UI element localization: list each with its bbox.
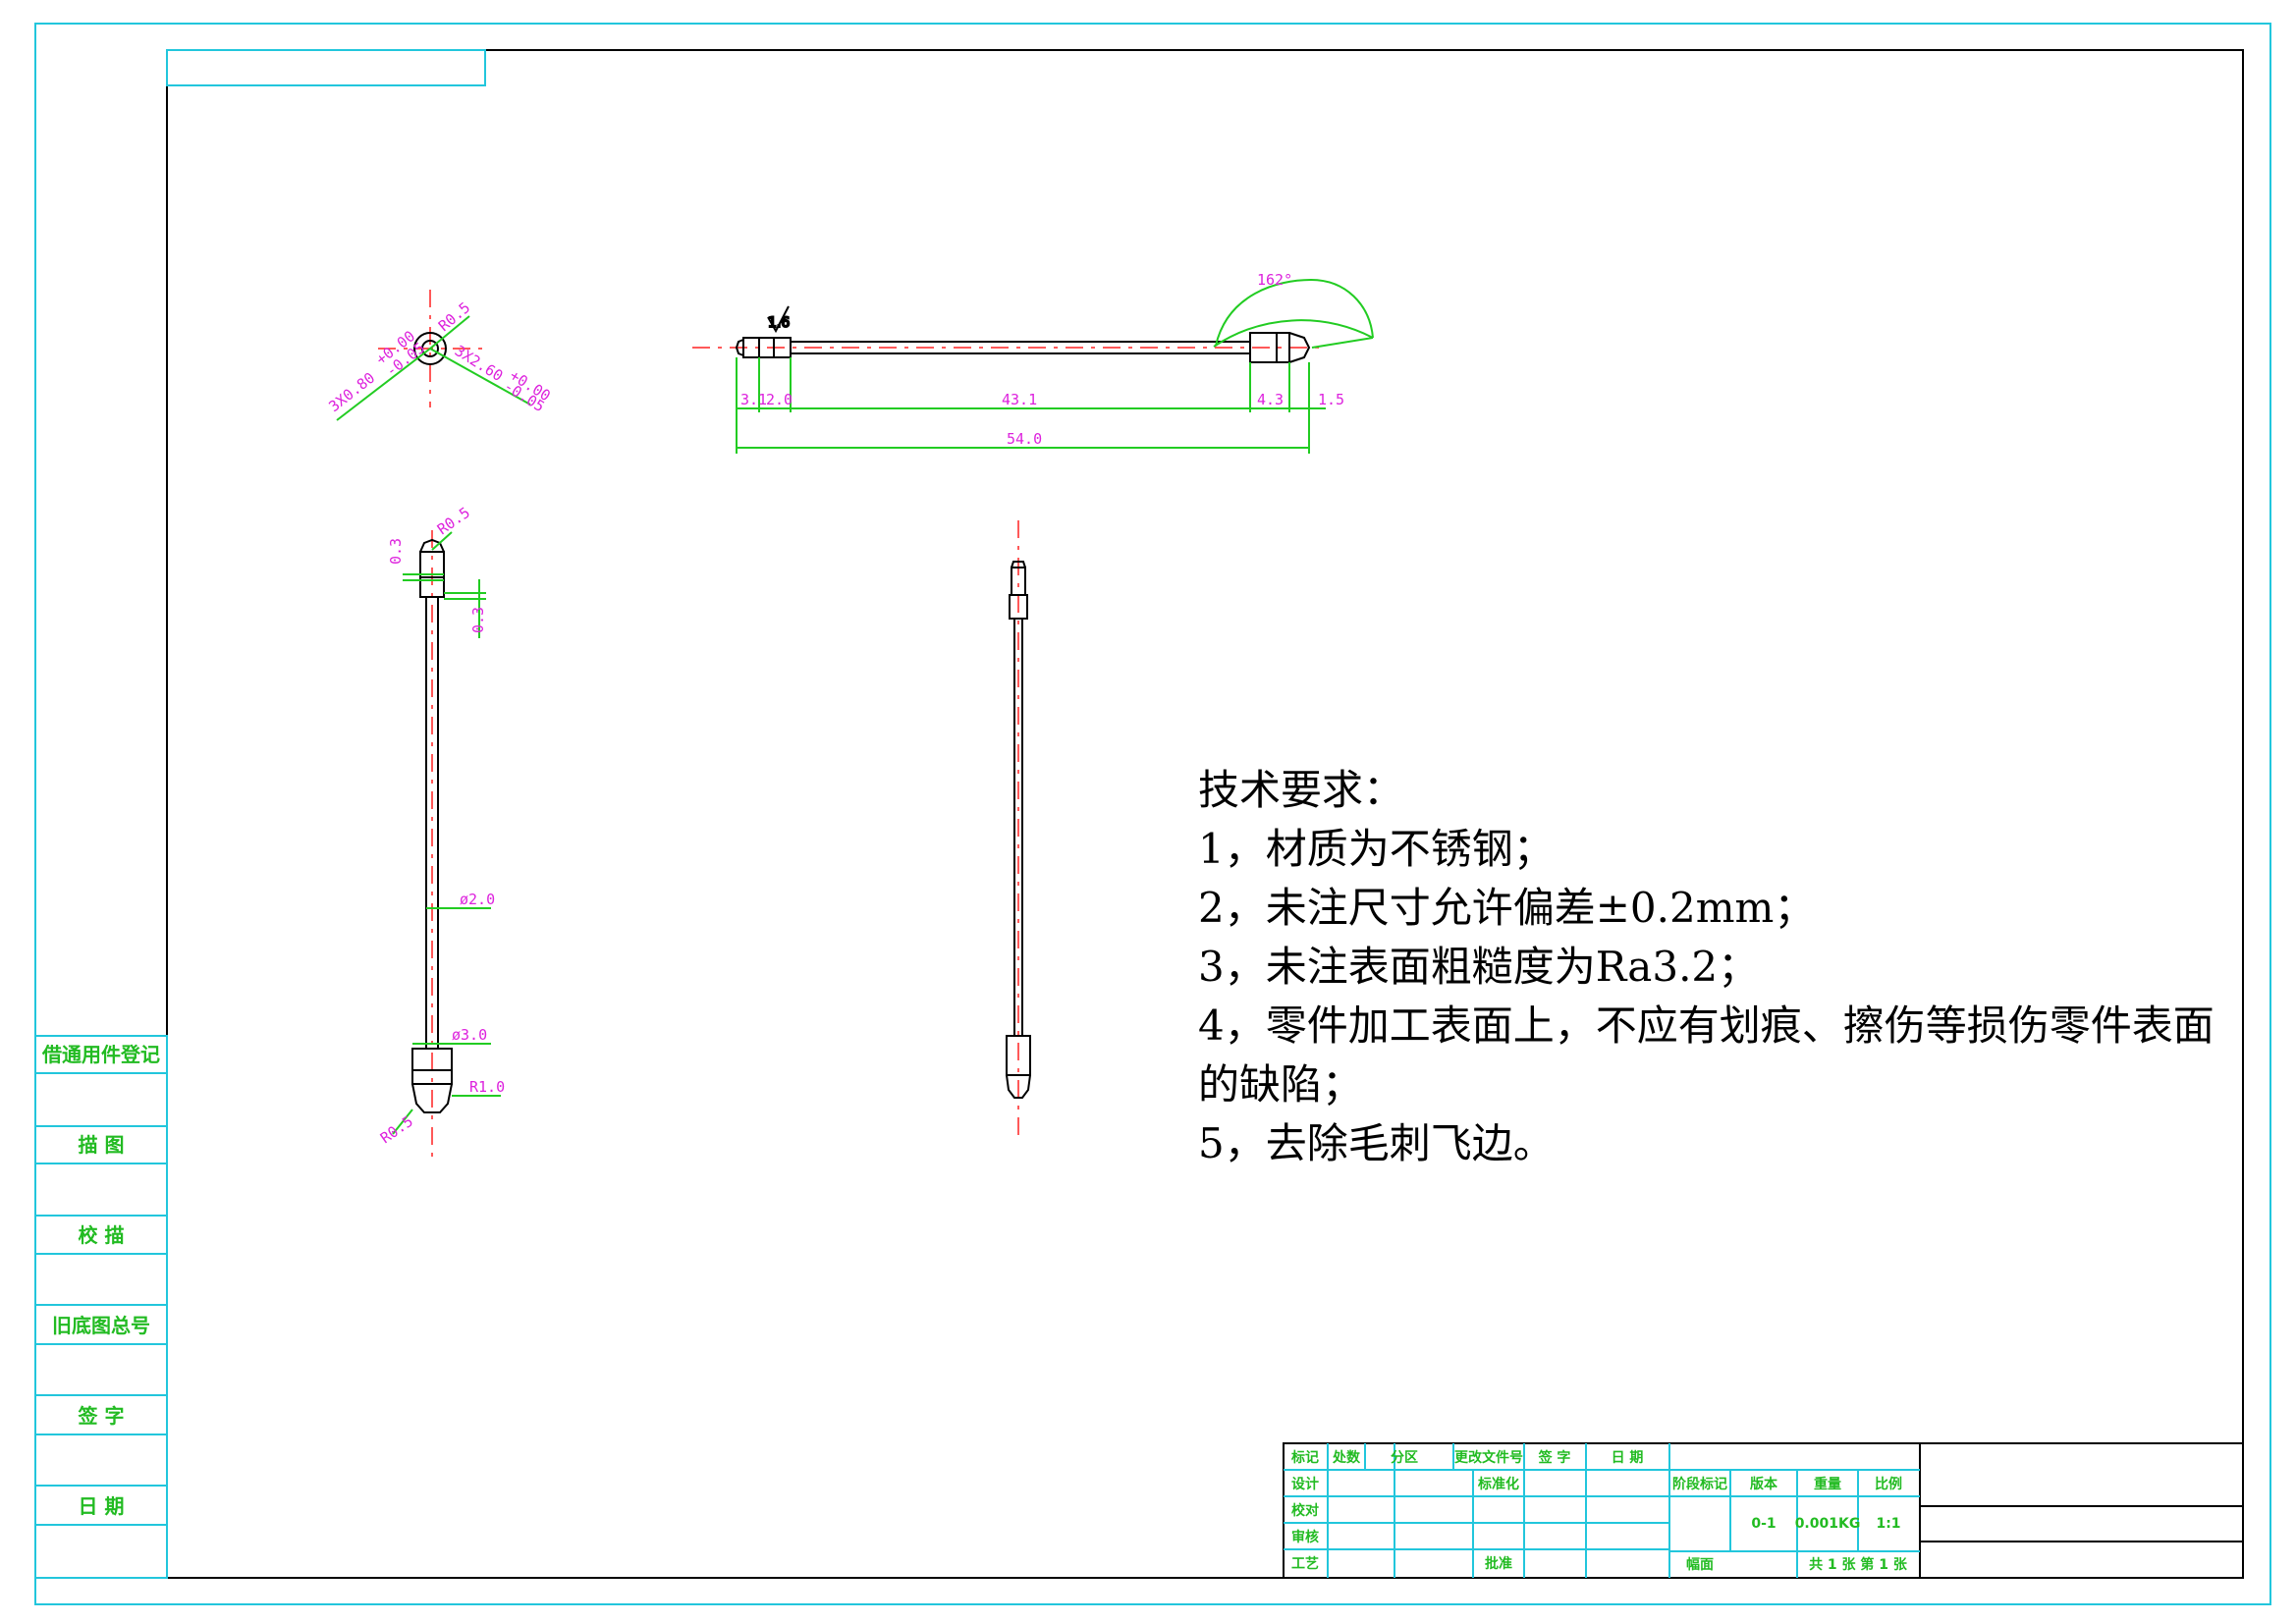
tb-header: 日 期 (1612, 1450, 1644, 1466)
dim-43-1: 43.1 (1002, 391, 1037, 408)
tech-item: 1，材质为不锈钢； (1198, 825, 1555, 873)
tb-header: 更改文件号 (1454, 1449, 1523, 1466)
tech-item: 4，零件加工表面上，不应有划痕、擦伤等损伤零件表面的缺陷； (1198, 1001, 2214, 1109)
tb-version: 0-1 (1751, 1516, 1776, 1532)
side-label: 日 期 (79, 1494, 125, 1518)
tb-std-label: 标准化 (1477, 1476, 1519, 1492)
side-panel: 借通用件登记 描 图 校 描 旧底图总号 签 字 日 期 (34, 1035, 168, 1579)
tech-item: 5，去除毛刺飞边。 (1198, 1119, 1555, 1167)
dim-1-5: 1.5 (1318, 391, 1344, 408)
end-view: R0.5 3X0.80 +0.00 -0.05 3X2.60 +0.00 -0.… (325, 290, 554, 421)
roughness-label: 1.6 (768, 315, 790, 331)
side-label: 旧底图总号 (52, 1314, 150, 1337)
side-r-bottom: R0.5 (377, 1112, 416, 1147)
dim-2-0: 2.0 (766, 391, 793, 408)
side-r-top: R0.5 (434, 504, 473, 538)
tb-header: 标记 (1290, 1449, 1319, 1466)
tb-scale: 1:1 (1876, 1516, 1900, 1532)
tb-weight: 0.001KG (1795, 1516, 1861, 1532)
tb-weight-label: 重量 (1814, 1476, 1841, 1492)
dim-4-3: 4.3 (1257, 391, 1284, 408)
top-left-tag-box (166, 49, 486, 86)
side-dia-shaft: ø2.0 (460, 891, 495, 908)
tb-sheet-info: 共 1 张 第 1 张 (1809, 1556, 1908, 1573)
tb-header: 分区 (1391, 1450, 1418, 1466)
side-label: 描 图 (79, 1133, 125, 1157)
tb-approve-label: 批准 (1485, 1555, 1512, 1572)
side-view-dimensioned: R0.5 0.3 0.3 ø2.0 ø3.0 R1.0 R0.5 (377, 504, 505, 1163)
tb-scale-label: 比例 (1875, 1476, 1902, 1492)
tb-row-label: 设计 (1291, 1476, 1319, 1492)
outer-frame (34, 23, 2271, 1605)
tb-row-label: 校对 (1291, 1502, 1319, 1519)
tech-title: 技术要求： (1198, 766, 1405, 814)
side-dim-a: 0.3 (387, 538, 405, 565)
title-block: 标记 处数 分区 更改文件号 签 字 日 期 设计 校对 审核 工艺 标准化 批… (1283, 1442, 2244, 1579)
side-dim-b: 0.3 (469, 607, 487, 633)
tb-row-label: 工艺 (1291, 1555, 1319, 1572)
tech-requirements: 技术要求： 1，材质为不锈钢； 2，未注尺寸允许偏差±0.2mm； 3，未注表面… (1198, 761, 2239, 1173)
tech-item: 3，未注表面粗糙度为Ra3.2； (1198, 943, 1760, 991)
tech-item: 2，未注尺寸允许偏差±0.2mm； (1198, 884, 1816, 932)
inner-frame (166, 49, 2244, 1579)
tb-row-label: 审核 (1291, 1529, 1319, 1545)
angle-label: 162° (1257, 271, 1292, 289)
dim-54-0: 54.0 (1007, 430, 1042, 448)
tb-version-label: 版本 (1750, 1476, 1778, 1492)
tb-stage-label: 阶段标记 (1672, 1476, 1727, 1492)
side-r-head: R1.0 (469, 1078, 505, 1096)
side-view-plain (1006, 520, 1031, 1139)
tb-header: 处数 (1332, 1449, 1361, 1466)
side-dia-head: ø3.0 (452, 1026, 487, 1044)
side-label: 借通用件登记 (41, 1043, 160, 1066)
top-view: 1.6 162° 3.1 2.0 43.1 4.3 1.5 54.0 (692, 271, 1374, 454)
side-label: 签 字 (78, 1404, 125, 1428)
tb-sheet-label: 幅面 (1686, 1556, 1714, 1573)
tb-header: 签 字 (1538, 1449, 1571, 1466)
dim-3-1: 3.1 (740, 391, 767, 408)
side-label: 校 描 (79, 1223, 125, 1247)
